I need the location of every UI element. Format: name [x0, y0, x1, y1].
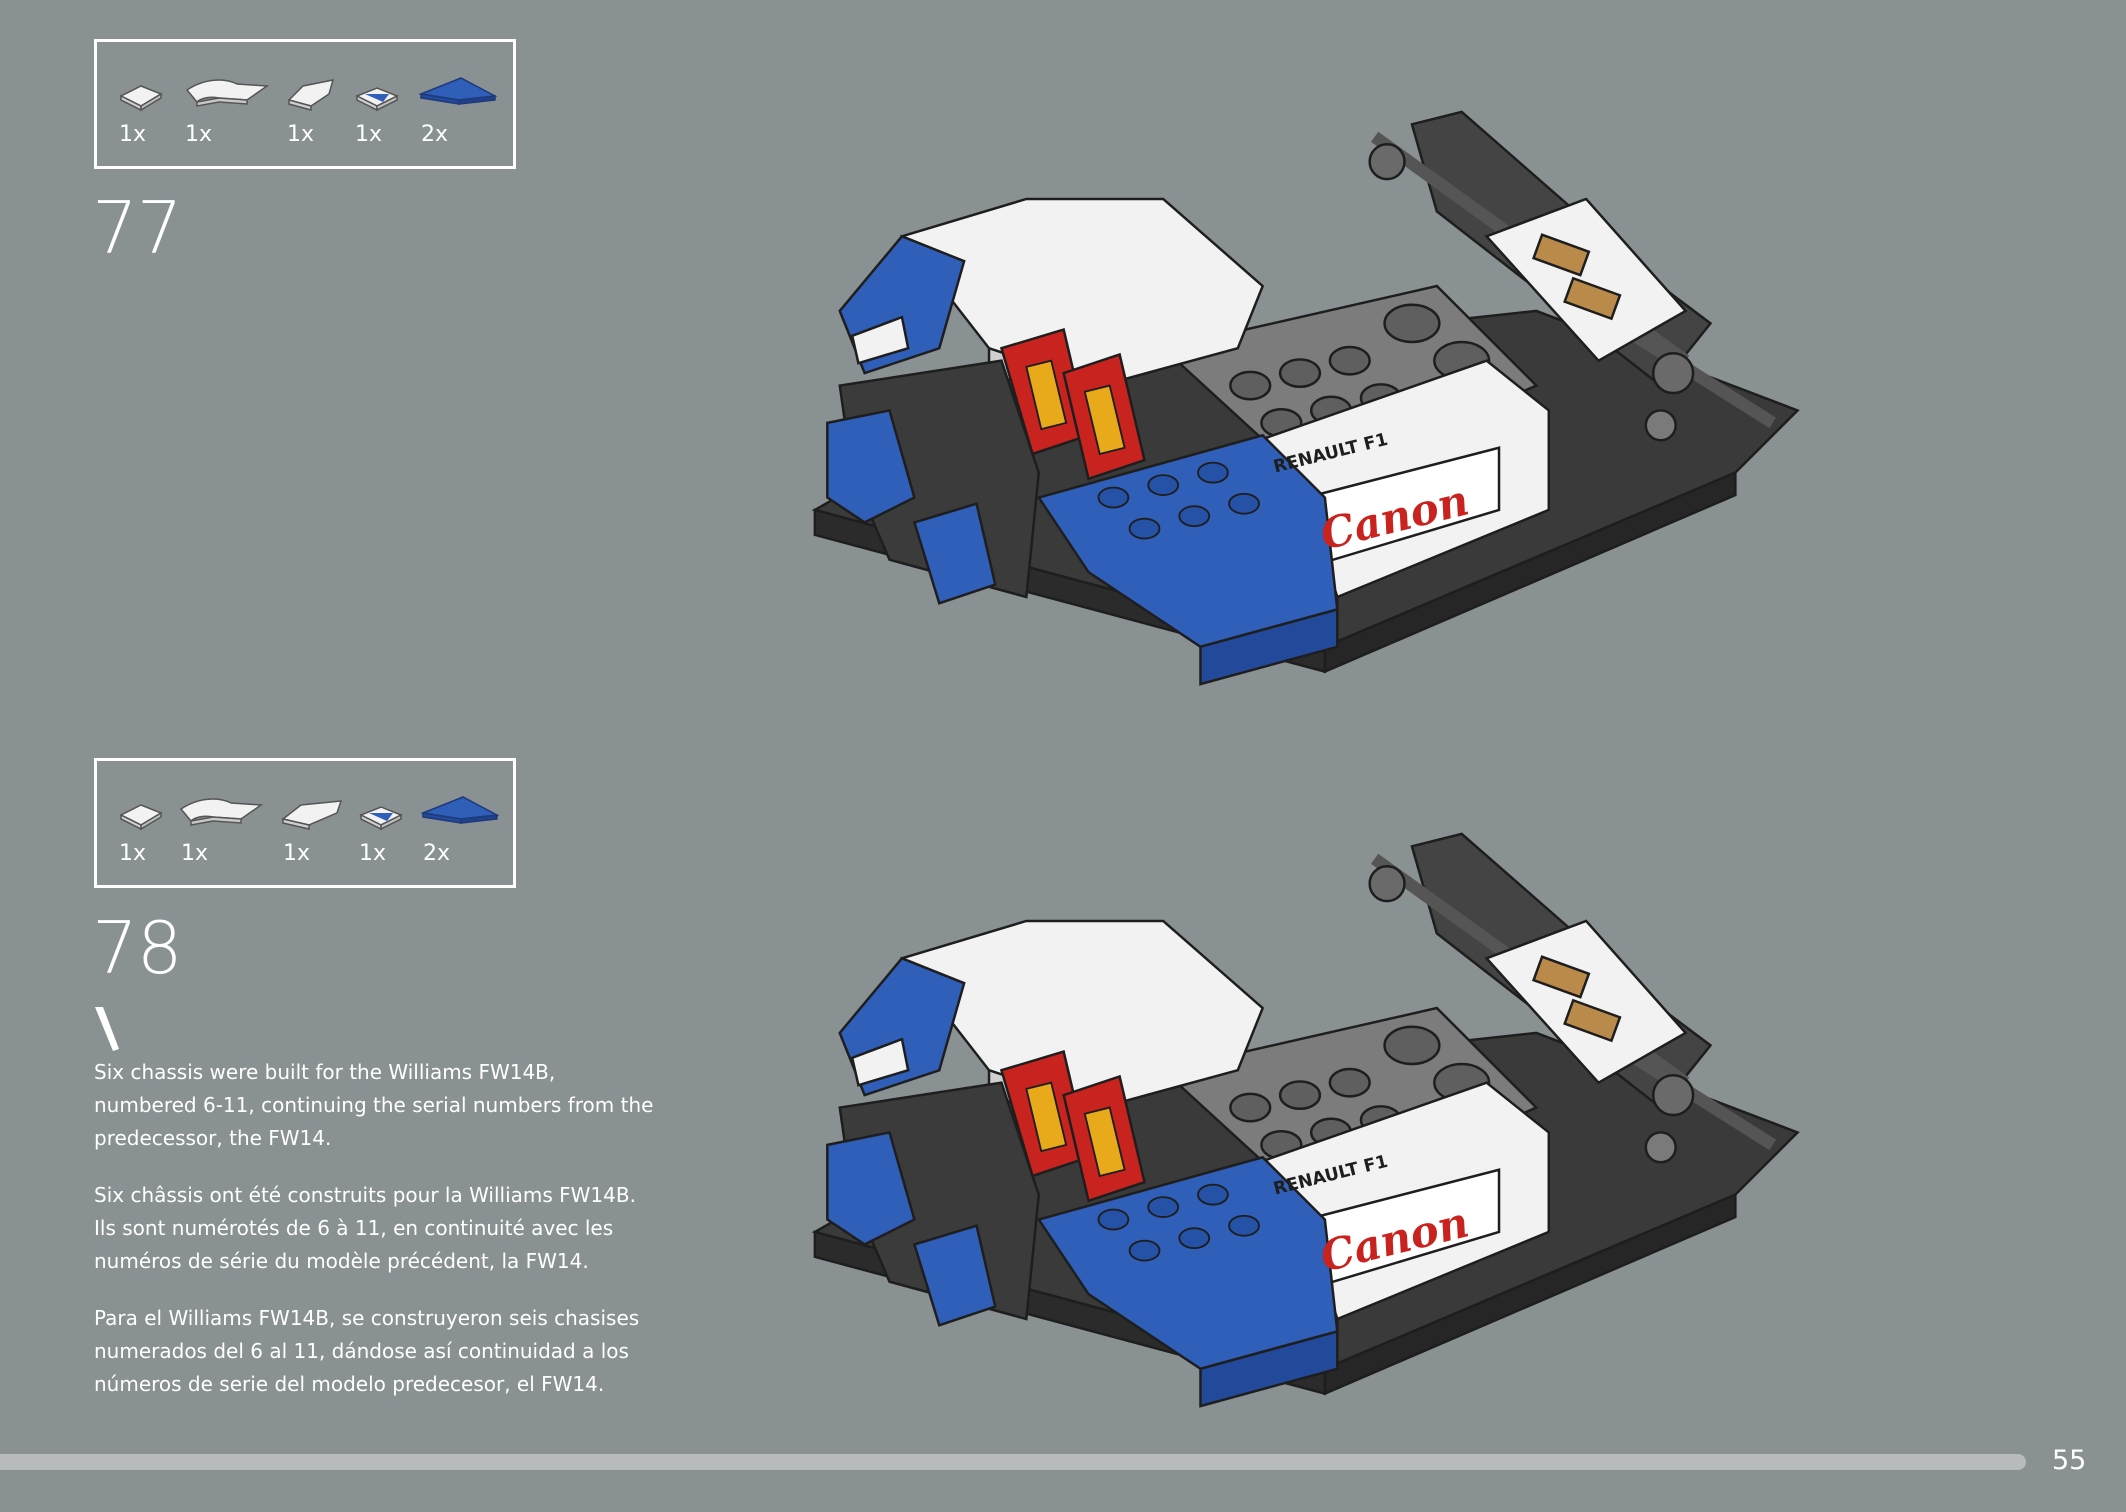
part-qty: 1x — [119, 122, 147, 147]
blue-wedge-tile-icon — [420, 795, 501, 833]
note-text-es: Para el Williams FW14B, se construyeron … — [94, 1306, 640, 1396]
part-qty: 1x — [283, 841, 311, 866]
blue-wedge-tile-icon — [418, 76, 499, 114]
page-progress-bar — [0, 1454, 2026, 1470]
part-qty: 2x — [421, 122, 449, 147]
part-qty: 1x — [185, 122, 213, 147]
part-qty: 1x — [181, 841, 209, 866]
step-number: 77 — [92, 186, 183, 270]
part-qty: 1x — [119, 841, 147, 866]
part-qty: 2x — [423, 841, 451, 866]
note-text-fr: Six châssis ont été construits pour la W… — [94, 1183, 636, 1273]
car-model-step-78: Canon RENAULT F1 — [790, 810, 1810, 1430]
white-tile-icon — [119, 801, 163, 835]
white-slope-tile-icon — [281, 797, 345, 835]
page-number: 55 — [2052, 1445, 2087, 1476]
white-curved-plate-icon — [179, 795, 264, 833]
white-blue-tile-icon — [359, 803, 405, 837]
note-marker-icon — [95, 1007, 119, 1051]
car-model-step-77: Canon RENAULT F1 — [790, 88, 1810, 708]
white-blue-tile-icon — [355, 84, 401, 118]
note-text-en: Six chassis were built for the Williams … — [94, 1060, 654, 1150]
step-number: 78 — [92, 906, 183, 990]
white-slope-tile-icon — [287, 78, 337, 116]
part-qty: 1x — [287, 122, 315, 147]
white-tile-icon — [119, 82, 163, 116]
parts-callout-step-77: 1x 1x 1x 1x 2x — [94, 39, 516, 169]
part-qty: 1x — [355, 122, 383, 147]
white-curved-plate-icon — [185, 76, 270, 114]
parts-callout-step-78: 1x 1x 1x 1x 2x — [94, 758, 516, 888]
part-qty: 1x — [359, 841, 387, 866]
